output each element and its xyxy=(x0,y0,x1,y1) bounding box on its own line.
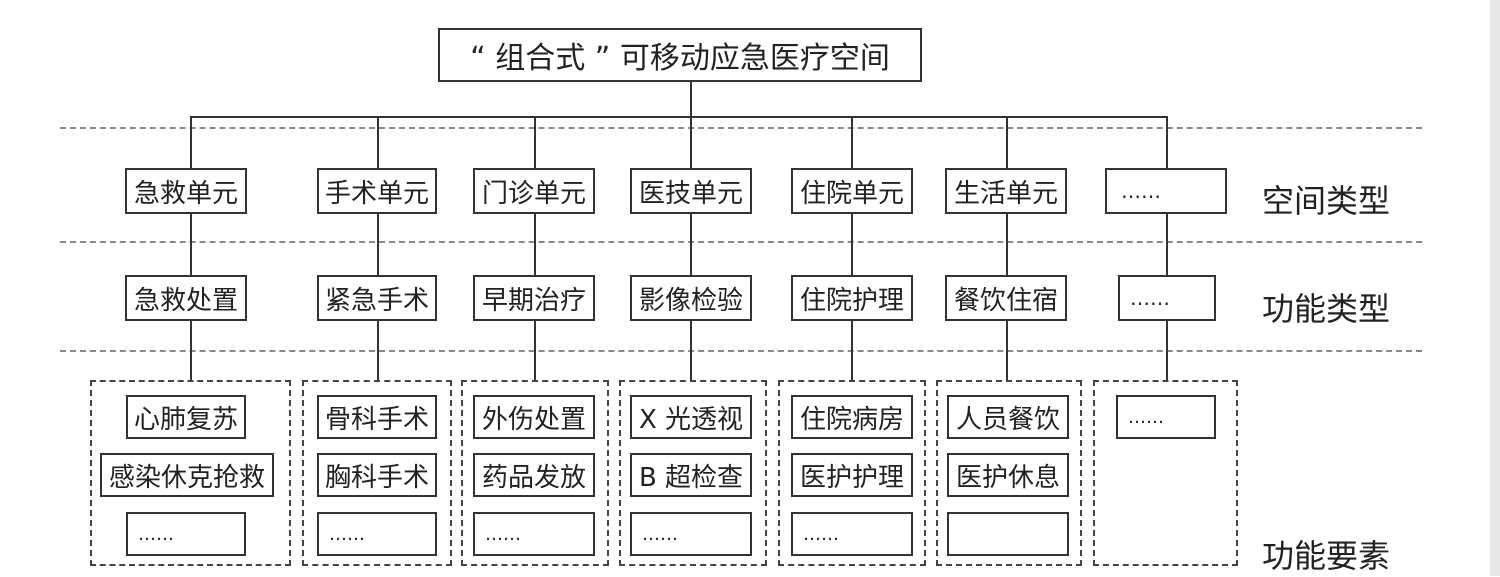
root-node: “ 组合式 ” 可移动应急医疗空间 xyxy=(438,28,922,82)
col5-connector xyxy=(851,116,853,382)
space-type-box: 住院单元 xyxy=(791,168,913,214)
element-box: 胸科手术 xyxy=(317,453,437,497)
element-box: 医护护理 xyxy=(791,453,913,497)
function-type-label: 紧急手术 xyxy=(324,285,429,316)
element-label: 人员餐饮 xyxy=(955,404,1060,435)
element-label: 骨科手术 xyxy=(324,404,429,435)
function-type-label: 急救处置 xyxy=(133,285,238,316)
element-label: …… xyxy=(138,523,174,545)
space-type-box: 医技单元 xyxy=(630,168,752,214)
elements-group xyxy=(936,380,1082,566)
space-type-box: 门诊单元 xyxy=(473,168,595,214)
element-label: …… xyxy=(1128,406,1164,428)
space-type-label: 门诊单元 xyxy=(481,178,586,209)
space-type-box: 生活单元 xyxy=(945,168,1067,214)
element-label: 外伤处置 xyxy=(481,404,586,435)
col2-connector xyxy=(377,116,379,382)
space-type-label: 医技单元 xyxy=(638,178,743,209)
element-box: X 光透视 xyxy=(630,395,752,439)
root-trunk-line xyxy=(690,82,692,118)
col3-connector xyxy=(534,116,536,382)
element-label: 感染休克抢救 xyxy=(108,462,265,493)
layer-label-space-type: 空间类型 xyxy=(1262,182,1391,220)
element-box: 骨科手术 xyxy=(317,395,437,439)
elements-group xyxy=(1093,380,1238,566)
element-label: X 光透视 xyxy=(638,404,744,435)
elements-group xyxy=(461,380,609,566)
function-type-label: 早期治疗 xyxy=(481,285,586,316)
function-type-box: …… xyxy=(1118,275,1216,321)
element-label: …… xyxy=(329,523,365,545)
space-type-label: …… xyxy=(1121,179,1161,203)
layer-label-function-elements: 功能要素 xyxy=(1262,537,1391,575)
elements-group xyxy=(778,380,926,566)
element-box: …… xyxy=(126,512,246,556)
top-bus-line xyxy=(190,116,1168,118)
separator-bottom xyxy=(60,350,1422,352)
function-type-label: …… xyxy=(1130,286,1170,310)
function-type-box: 影像检验 xyxy=(630,275,752,321)
function-type-label: 餐饮住宿 xyxy=(953,285,1058,316)
space-type-label: 住院单元 xyxy=(799,178,904,209)
root-title: “ 组合式 ” 可移动应急医疗空间 xyxy=(470,41,890,76)
space-type-label: 手术单元 xyxy=(324,178,429,209)
element-label: …… xyxy=(803,523,839,545)
space-type-box: …… xyxy=(1105,168,1227,214)
element-box: 药品发放 xyxy=(473,453,595,497)
elements-group xyxy=(302,380,452,566)
function-type-box: 住院护理 xyxy=(791,275,913,321)
element-box: 外伤处置 xyxy=(473,395,595,439)
element-label: 心肺复苏 xyxy=(133,404,238,435)
element-label: …… xyxy=(485,523,521,545)
space-type-box: 急救单元 xyxy=(125,168,247,214)
element-box: 心肺复苏 xyxy=(126,395,246,439)
element-box: B 超检查 xyxy=(630,453,752,497)
element-box: 医护休息 xyxy=(947,453,1069,497)
element-box: …… xyxy=(1116,395,1216,439)
function-type-box: 早期治疗 xyxy=(473,275,595,321)
element-box: …… xyxy=(317,512,437,556)
col1-connector xyxy=(190,116,192,382)
element-label: 住院病房 xyxy=(799,404,904,435)
element-box: 住院病房 xyxy=(791,395,913,439)
element-box: …… xyxy=(473,512,595,556)
col4-connector xyxy=(690,116,692,382)
function-type-box: 紧急手术 xyxy=(317,275,437,321)
separator-top xyxy=(60,127,1422,129)
right-edge-strip xyxy=(1490,0,1500,576)
function-type-label: 影像检验 xyxy=(638,285,743,316)
layer-label-function-type: 功能类型 xyxy=(1262,290,1391,328)
elements-group xyxy=(90,380,291,566)
separator-middle xyxy=(60,241,1422,243)
element-label: 医护休息 xyxy=(955,462,1060,493)
function-type-box: 餐饮住宿 xyxy=(945,275,1067,321)
col6-connector xyxy=(1006,116,1008,382)
element-box: 人员餐饮 xyxy=(947,395,1069,439)
space-type-label: 生活单元 xyxy=(953,178,1058,209)
element-box: …… xyxy=(791,512,913,556)
elements-group xyxy=(619,380,767,566)
element-label: B 超检查 xyxy=(638,462,744,493)
function-type-label: 住院护理 xyxy=(799,285,904,316)
function-type-box: 急救处置 xyxy=(125,275,247,321)
element-box: 感染休克抢救 xyxy=(100,453,274,497)
space-type-label: 急救单元 xyxy=(133,178,238,209)
element-box: …… xyxy=(630,512,752,556)
element-box xyxy=(947,512,1069,556)
col7-connector xyxy=(1166,116,1168,382)
space-type-box: 手术单元 xyxy=(317,168,437,214)
element-label: …… xyxy=(642,523,678,545)
element-label: 药品发放 xyxy=(481,462,586,493)
element-label: 医护护理 xyxy=(799,462,904,493)
element-label: 胸科手术 xyxy=(324,462,429,493)
